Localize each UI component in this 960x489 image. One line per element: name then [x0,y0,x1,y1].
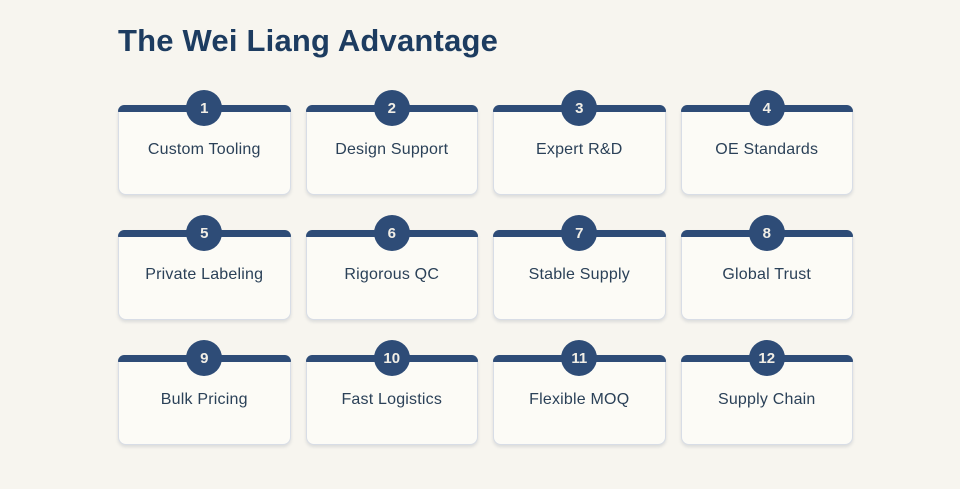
number-badge: 1 [186,90,223,127]
card-label: Rigorous QC [344,266,440,284]
number-badge: 11 [561,340,598,377]
card-label: Bulk Pricing [160,391,248,409]
number-badge: 4 [748,90,785,127]
card-label: Flexible MOQ [529,391,630,409]
number-badge: 5 [186,215,223,252]
card-label: Global Trust [722,266,812,284]
card-label: Custom Tooling [147,141,261,159]
number-badge: 6 [373,215,410,252]
card-label: Expert R&D [536,141,623,159]
advantage-card: 4 OE Standards [680,90,853,196]
card-label: Fast Logistics [341,391,443,409]
number-badge: 2 [373,90,410,127]
number-badge: 8 [748,215,785,252]
card-label: Stable Supply [528,266,630,284]
card-label: Supply Chain [717,391,816,409]
card-label: Private Labeling [145,266,264,284]
page-title: The Wei Liang Advantage [118,23,499,58]
card-label: Design Support [335,141,449,159]
number-badge: 12 [748,340,785,377]
number-badge: 9 [186,340,223,377]
number-badge: 3 [561,90,598,127]
card-label: OE Standards [715,141,819,159]
number-badge: 7 [561,215,598,252]
number-badge: 10 [373,340,410,377]
